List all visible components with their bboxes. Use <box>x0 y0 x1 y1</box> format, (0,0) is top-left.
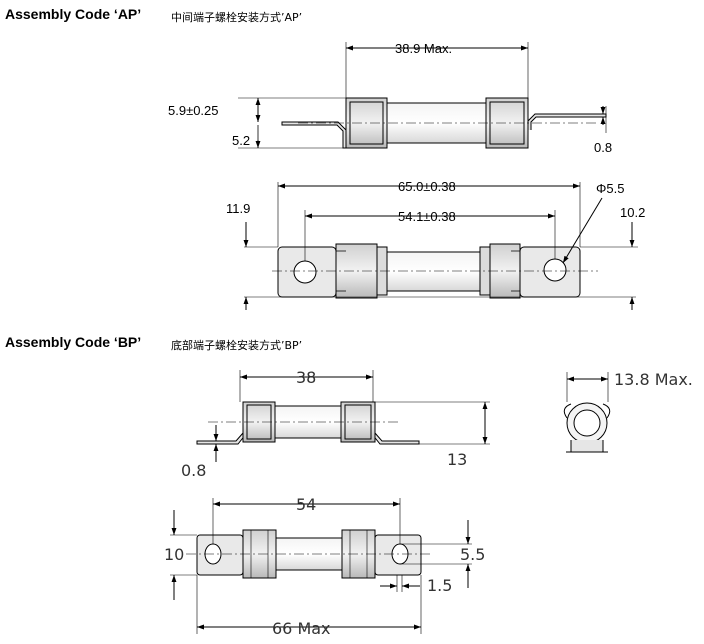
bp-top-tab-width-label: 10 <box>164 545 184 564</box>
ap-side-offset-label: 5.2 <box>232 133 250 148</box>
ap-top-hole-label: Φ5.5 <box>596 181 624 196</box>
ap-side-width-label: 38.9 Max. <box>395 41 452 56</box>
ap-assembly-code-heading: Assembly Code ‘AP’ <box>5 6 142 22</box>
bp-top-tab-gap-label: 1.5 <box>427 576 452 595</box>
ap-side-thickness-label: 0.8 <box>594 140 612 155</box>
ap-top-tab-width-label: 10.2 <box>620 205 645 220</box>
bp-top-view <box>170 498 472 634</box>
bp-top-hole-label: 5.5 <box>460 545 485 564</box>
bp-assembly-code-heading: Assembly Code ‘BP’ <box>5 334 142 350</box>
ap-side-height-label: 5.9±0.25 <box>168 103 219 118</box>
bp-end-view <box>563 372 611 453</box>
ap-top-overall-label: 65.0±0.38 <box>398 179 456 194</box>
bp-description: 底部端子螺栓安装方式’BP’ <box>171 339 303 352</box>
ap-top-view <box>243 182 638 310</box>
bp-end-diameter-label: 13.8 Max. <box>614 370 693 389</box>
bp-side-height-label: 13 <box>447 450 467 469</box>
bp-side-thickness-label: 0.8 <box>181 461 206 480</box>
bp-side-width-label: 38 <box>296 368 316 387</box>
ap-top-inner-label: 54.1±0.38 <box>398 209 456 224</box>
ap-description: 中间端子螺栓安装方式’AP’ <box>171 11 303 24</box>
bp-top-inner-label: 54 <box>296 495 316 514</box>
ap-top-tab-height-label: 11.9 <box>226 201 250 216</box>
bp-side-view <box>196 370 490 462</box>
ap-side-view <box>238 42 607 149</box>
bp-top-overall-label: 66 Max <box>272 619 331 638</box>
